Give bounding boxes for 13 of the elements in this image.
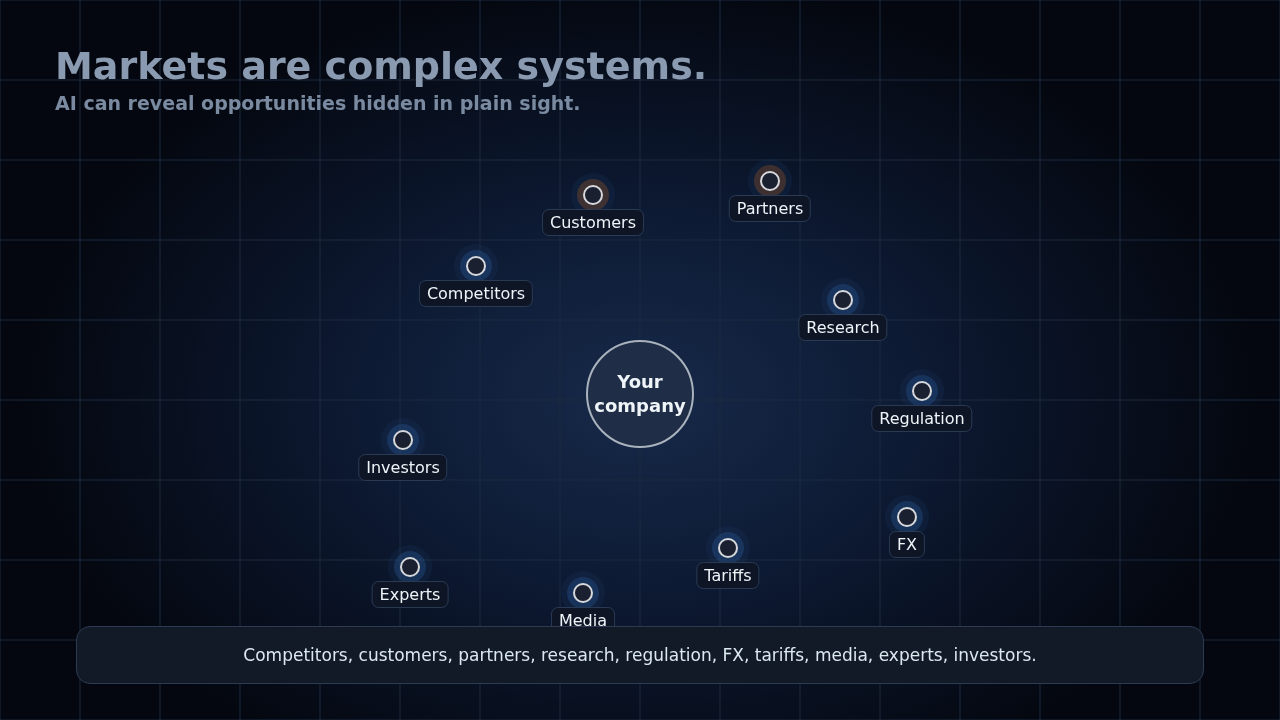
node-label: Regulation — [871, 405, 973, 432]
node-label: FX — [888, 531, 926, 558]
node-label: Tariffs — [696, 562, 760, 589]
node-label: Your company — [593, 370, 687, 418]
node-label: Partners — [728, 195, 812, 222]
node-label: Competitors — [418, 280, 534, 307]
caption-bar: Competitors, customers, partners, research, regulation, FX, tariffs, media, experts, investors. — [76, 626, 1204, 684]
node-label: Research — [798, 314, 888, 341]
title: Markets are complex systems. — [55, 44, 708, 88]
node-label: Experts — [371, 581, 449, 608]
node-label: Investors — [358, 454, 448, 481]
subtitle: AI can reveal opportunities hidden in plain sight. — [55, 92, 581, 114]
node-label: Customers — [541, 209, 645, 236]
